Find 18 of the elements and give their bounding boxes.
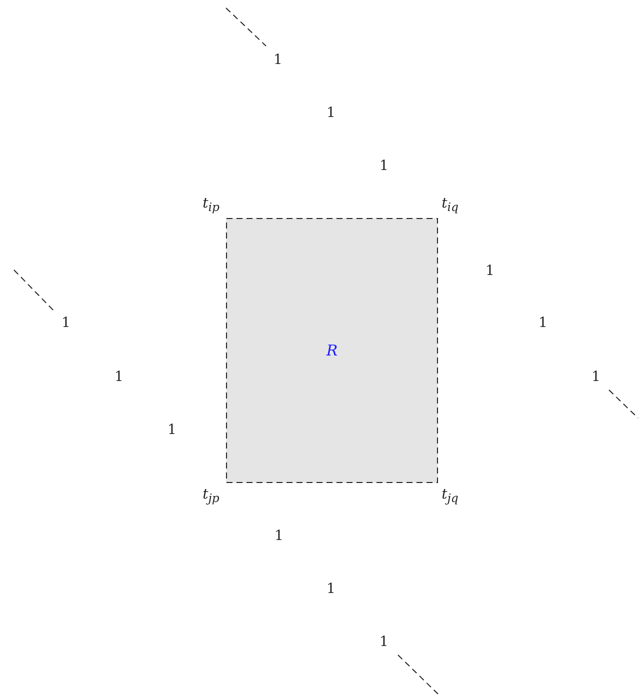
matrix-entry: 1: [326, 582, 336, 596]
corner-label: t$_{iq}$: [442, 196, 458, 214]
matrix-entry: 1: [538, 316, 548, 330]
matrix-entry: 1: [592, 370, 600, 384]
region-label: R: [326, 343, 338, 358]
matrix-entry: 1: [274, 529, 284, 543]
corner-label: t$_{jq}$: [442, 487, 458, 505]
corner-label: t$_{jp}$: [202, 487, 220, 505]
matrix-entry: 1: [380, 159, 388, 173]
shaded-rectangle: [226, 218, 438, 483]
matrix-entry: 1: [486, 264, 494, 278]
matrix-entry: 1: [326, 106, 336, 120]
matrix-entry: 1: [274, 53, 282, 67]
matrix-entry: 1: [380, 635, 388, 649]
corner-label: t$_{ip}$: [202, 196, 220, 214]
matrix-entry: 1: [62, 316, 70, 330]
matrix-entry: 1: [168, 423, 176, 437]
matrix-entry: 1: [114, 370, 124, 384]
